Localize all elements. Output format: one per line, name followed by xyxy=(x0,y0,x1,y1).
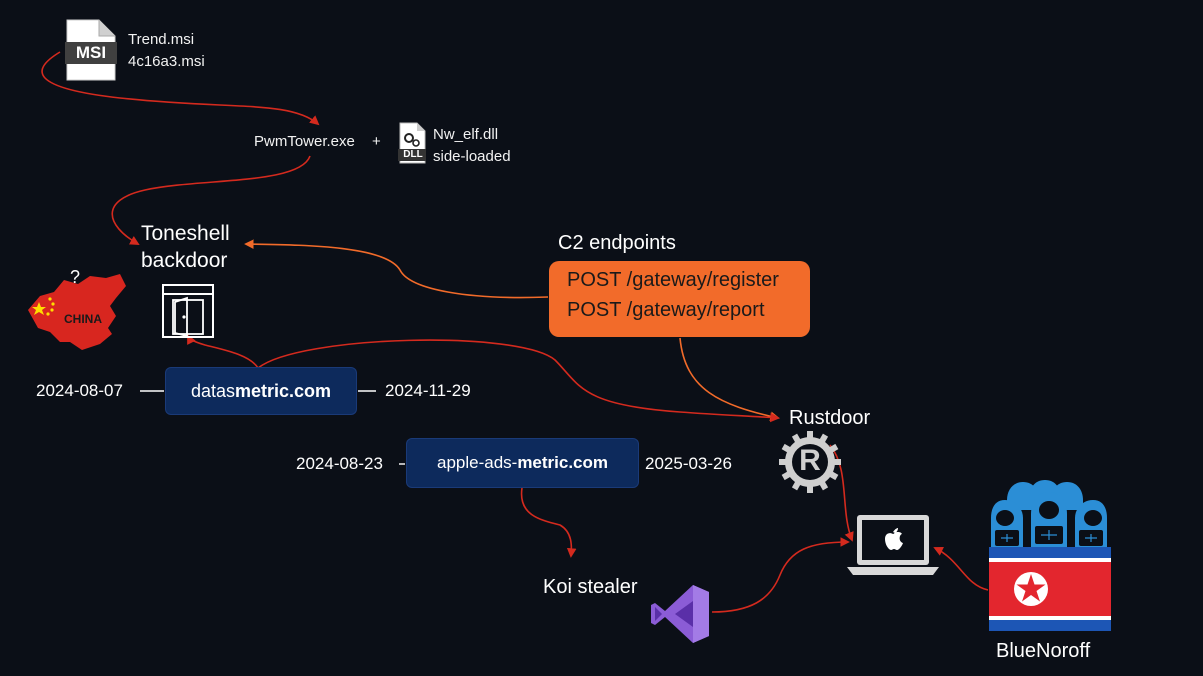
rust-logo-letter: R xyxy=(799,444,821,477)
c2-endpoint-report: POST /gateway/report xyxy=(567,299,765,321)
domain2-start-date: 2024-08-23 xyxy=(296,454,383,473)
msi-file-name-2: 4c16a3.msi xyxy=(128,53,205,70)
arrow-domain2-to-koi xyxy=(520,487,577,558)
arrow-domain1-to-rustdoor xyxy=(257,339,780,423)
hacker-group-icon xyxy=(991,480,1107,548)
domain2-prefix: apple-ads- xyxy=(436,453,518,472)
arrow-c2-to-rustdoor xyxy=(679,337,780,422)
visual-studio-icon xyxy=(651,585,709,643)
china-map-icon xyxy=(28,274,126,350)
bluenoroff-label: BlueNoroff xyxy=(996,640,1091,662)
koi-stealer-label: Koi stealer xyxy=(543,576,638,598)
domain1-bold: metric.com xyxy=(235,380,332,401)
dll-file-icon xyxy=(398,122,426,164)
toneshell-title-line2: backdoor xyxy=(141,249,228,272)
dll-name-label: Nw_elf.dll xyxy=(433,126,499,143)
msi-file-name-1: Trend.msi xyxy=(128,31,195,48)
toneshell-title-line1: Toneshell xyxy=(141,222,230,245)
domain1-start-date: 2024-08-07 xyxy=(36,381,123,400)
rustdoor-label: Rustdoor xyxy=(789,407,871,429)
china-map-label: CHINA xyxy=(64,312,102,326)
arrow-koi-to-mac xyxy=(711,537,850,613)
c2-endpoints-box: POST /gateway/register POST /gateway/rep… xyxy=(549,261,810,337)
arrow-loader-to-toneshell xyxy=(111,155,311,245)
domain2-box: apple-ads-metric.com xyxy=(407,439,638,487)
domain1-end-date: 2024-11-29 xyxy=(385,381,471,400)
domain2-end-date: 2025-03-26 xyxy=(645,454,732,473)
loader-plus-sign: + xyxy=(372,133,381,150)
domain2-bold: metric.com xyxy=(517,453,609,472)
dll-note-label: side-loaded xyxy=(433,148,511,165)
c2-endpoint-register: POST /gateway/register xyxy=(567,269,779,291)
c2-title: C2 endpoints xyxy=(558,232,676,254)
arrow-msi-to-loader xyxy=(41,51,320,126)
north-korea-flag-icon xyxy=(989,547,1111,631)
backdoor-icon xyxy=(162,284,214,338)
rust-logo-icon xyxy=(779,431,841,493)
macbook-icon xyxy=(847,515,939,575)
msi-file-icon xyxy=(65,19,117,81)
china-question-mark: ? xyxy=(70,267,81,287)
arrow-domain1-to-toneshell xyxy=(187,334,259,369)
arrow-bluenoroff-to-mac xyxy=(933,547,989,591)
loader-exe-label: PwmTower.exe xyxy=(254,133,355,150)
dll-icon-label-visible: DLL xyxy=(403,149,423,160)
arrow-rustdoor-to-mac xyxy=(829,444,854,542)
arrow-c2-to-toneshell xyxy=(244,239,549,299)
msi-icon-label: MSI xyxy=(75,43,107,62)
domain1-prefix: datas xyxy=(190,380,235,401)
